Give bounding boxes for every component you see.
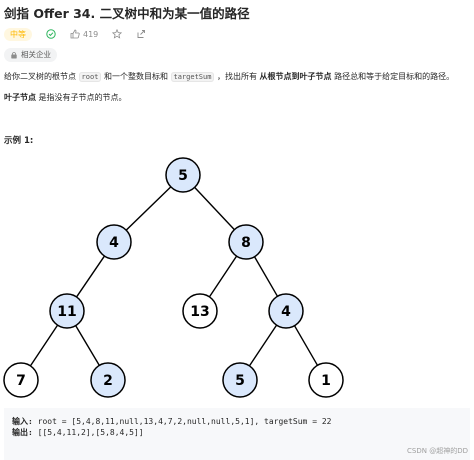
description-paragraph-2: 叶子节点 是指没有子节点的节点。 bbox=[4, 92, 127, 104]
tree-node-n11 bbox=[49, 293, 85, 329]
like-button[interactable]: 419 bbox=[70, 29, 98, 39]
solved-check-icon bbox=[46, 29, 56, 39]
desc-emphasis: 从根节点到叶子节点 bbox=[259, 72, 332, 81]
desc-text: ，找出所有 bbox=[214, 72, 260, 81]
company-tag-label: 相关企业 bbox=[21, 50, 51, 59]
tree-node-n1 bbox=[308, 362, 344, 398]
watermark: CSDN @超神的DD bbox=[407, 447, 468, 455]
output-label: 输出: bbox=[12, 428, 33, 437]
tree-node-label-n4a: 4 bbox=[109, 235, 119, 251]
favorite-star-button[interactable] bbox=[112, 29, 123, 39]
tree-node-n4b bbox=[268, 293, 304, 329]
tree-edge-n4b-n5b bbox=[248, 324, 278, 367]
tree-node-label-n7: 7 bbox=[16, 373, 26, 389]
example-title: 示例 1: bbox=[4, 136, 34, 146]
desc-text: 和一个整数目标和 bbox=[101, 72, 171, 81]
input-label: 输入: bbox=[12, 417, 33, 426]
example-output-line: 输出: [[5,4,11,2],[5,8,4,5]] bbox=[12, 427, 144, 438]
difficulty-badge: 中等 bbox=[4, 27, 32, 41]
desc-text: 路径总和等于给定目标和的路径。 bbox=[331, 72, 455, 81]
description-paragraph-1: 给你二叉树的根节点 root 和一个整数目标和 targetSum ，找出所有 … bbox=[4, 71, 454, 83]
tree-node-label-n5b: 5 bbox=[235, 373, 245, 389]
tree-node-n7 bbox=[3, 362, 39, 398]
tree-node-n8 bbox=[228, 224, 264, 260]
share-button[interactable] bbox=[136, 29, 146, 39]
company-tag-button[interactable]: 相关企业 bbox=[4, 48, 57, 62]
tree-node-n5b bbox=[222, 362, 258, 398]
code-targetsum: targetSum bbox=[170, 72, 215, 82]
tree-node-n5 bbox=[165, 157, 201, 193]
example-input-line: 输入: root = [5,4,8,11,null,13,4,7,2,null,… bbox=[12, 416, 331, 427]
tree-node-label-n5: 5 bbox=[178, 168, 188, 184]
lock-icon bbox=[11, 51, 17, 59]
tree-node-n2 bbox=[90, 362, 126, 398]
output-value: [[5,4,11,2],[5,8,4,5]] bbox=[37, 428, 144, 437]
like-count: 419 bbox=[83, 29, 99, 39]
tree-edge-n5-n8 bbox=[194, 186, 235, 231]
tree-node-label-n4b: 4 bbox=[281, 304, 291, 320]
example-code-block: 输入: root = [5,4,8,11,null,13,4,7,2,null,… bbox=[4, 408, 470, 460]
tree-node-label-n13: 13 bbox=[190, 304, 209, 320]
share-icon bbox=[137, 30, 146, 38]
code-root: root bbox=[78, 72, 102, 82]
problem-title: 剑指 Offer 34. 二叉树中和为某一值的路径 bbox=[4, 6, 250, 21]
thumbs-up-icon bbox=[70, 29, 80, 39]
desc-emphasis: 叶子节点 bbox=[4, 93, 36, 102]
tree-edge-n8-n13 bbox=[208, 255, 238, 298]
tree-edge-n4b-n1 bbox=[293, 325, 319, 366]
tree-node-n13 bbox=[182, 293, 218, 329]
problem-meta: 中等 419 bbox=[4, 27, 146, 41]
binary-tree-diagram: 5 4 8 11 13 4 7 2 5 1 bbox=[3, 157, 344, 398]
tree-node-n4a bbox=[96, 224, 132, 260]
tree-node-label-n11: 11 bbox=[57, 304, 76, 320]
tree-edge-n11-n7 bbox=[29, 324, 59, 367]
tree-node-label-n8: 8 bbox=[241, 235, 251, 251]
tree-edge-n8-n4b bbox=[253, 256, 279, 297]
tree-node-label-n1: 1 bbox=[321, 373, 331, 389]
tree-node-label-n2: 2 bbox=[103, 373, 113, 389]
star-icon bbox=[112, 29, 123, 39]
tree-edge-n4a-n11 bbox=[75, 255, 106, 298]
tree-edge-n5-n4a bbox=[125, 186, 172, 231]
desc-text: 给你二叉树的根节点 bbox=[4, 72, 79, 81]
input-value: root = [5,4,8,11,null,13,4,7,2,null,null… bbox=[37, 417, 332, 426]
desc-text: 是指没有子节点的节点。 bbox=[36, 93, 127, 102]
tree-edge-n11-n2 bbox=[75, 325, 100, 366]
